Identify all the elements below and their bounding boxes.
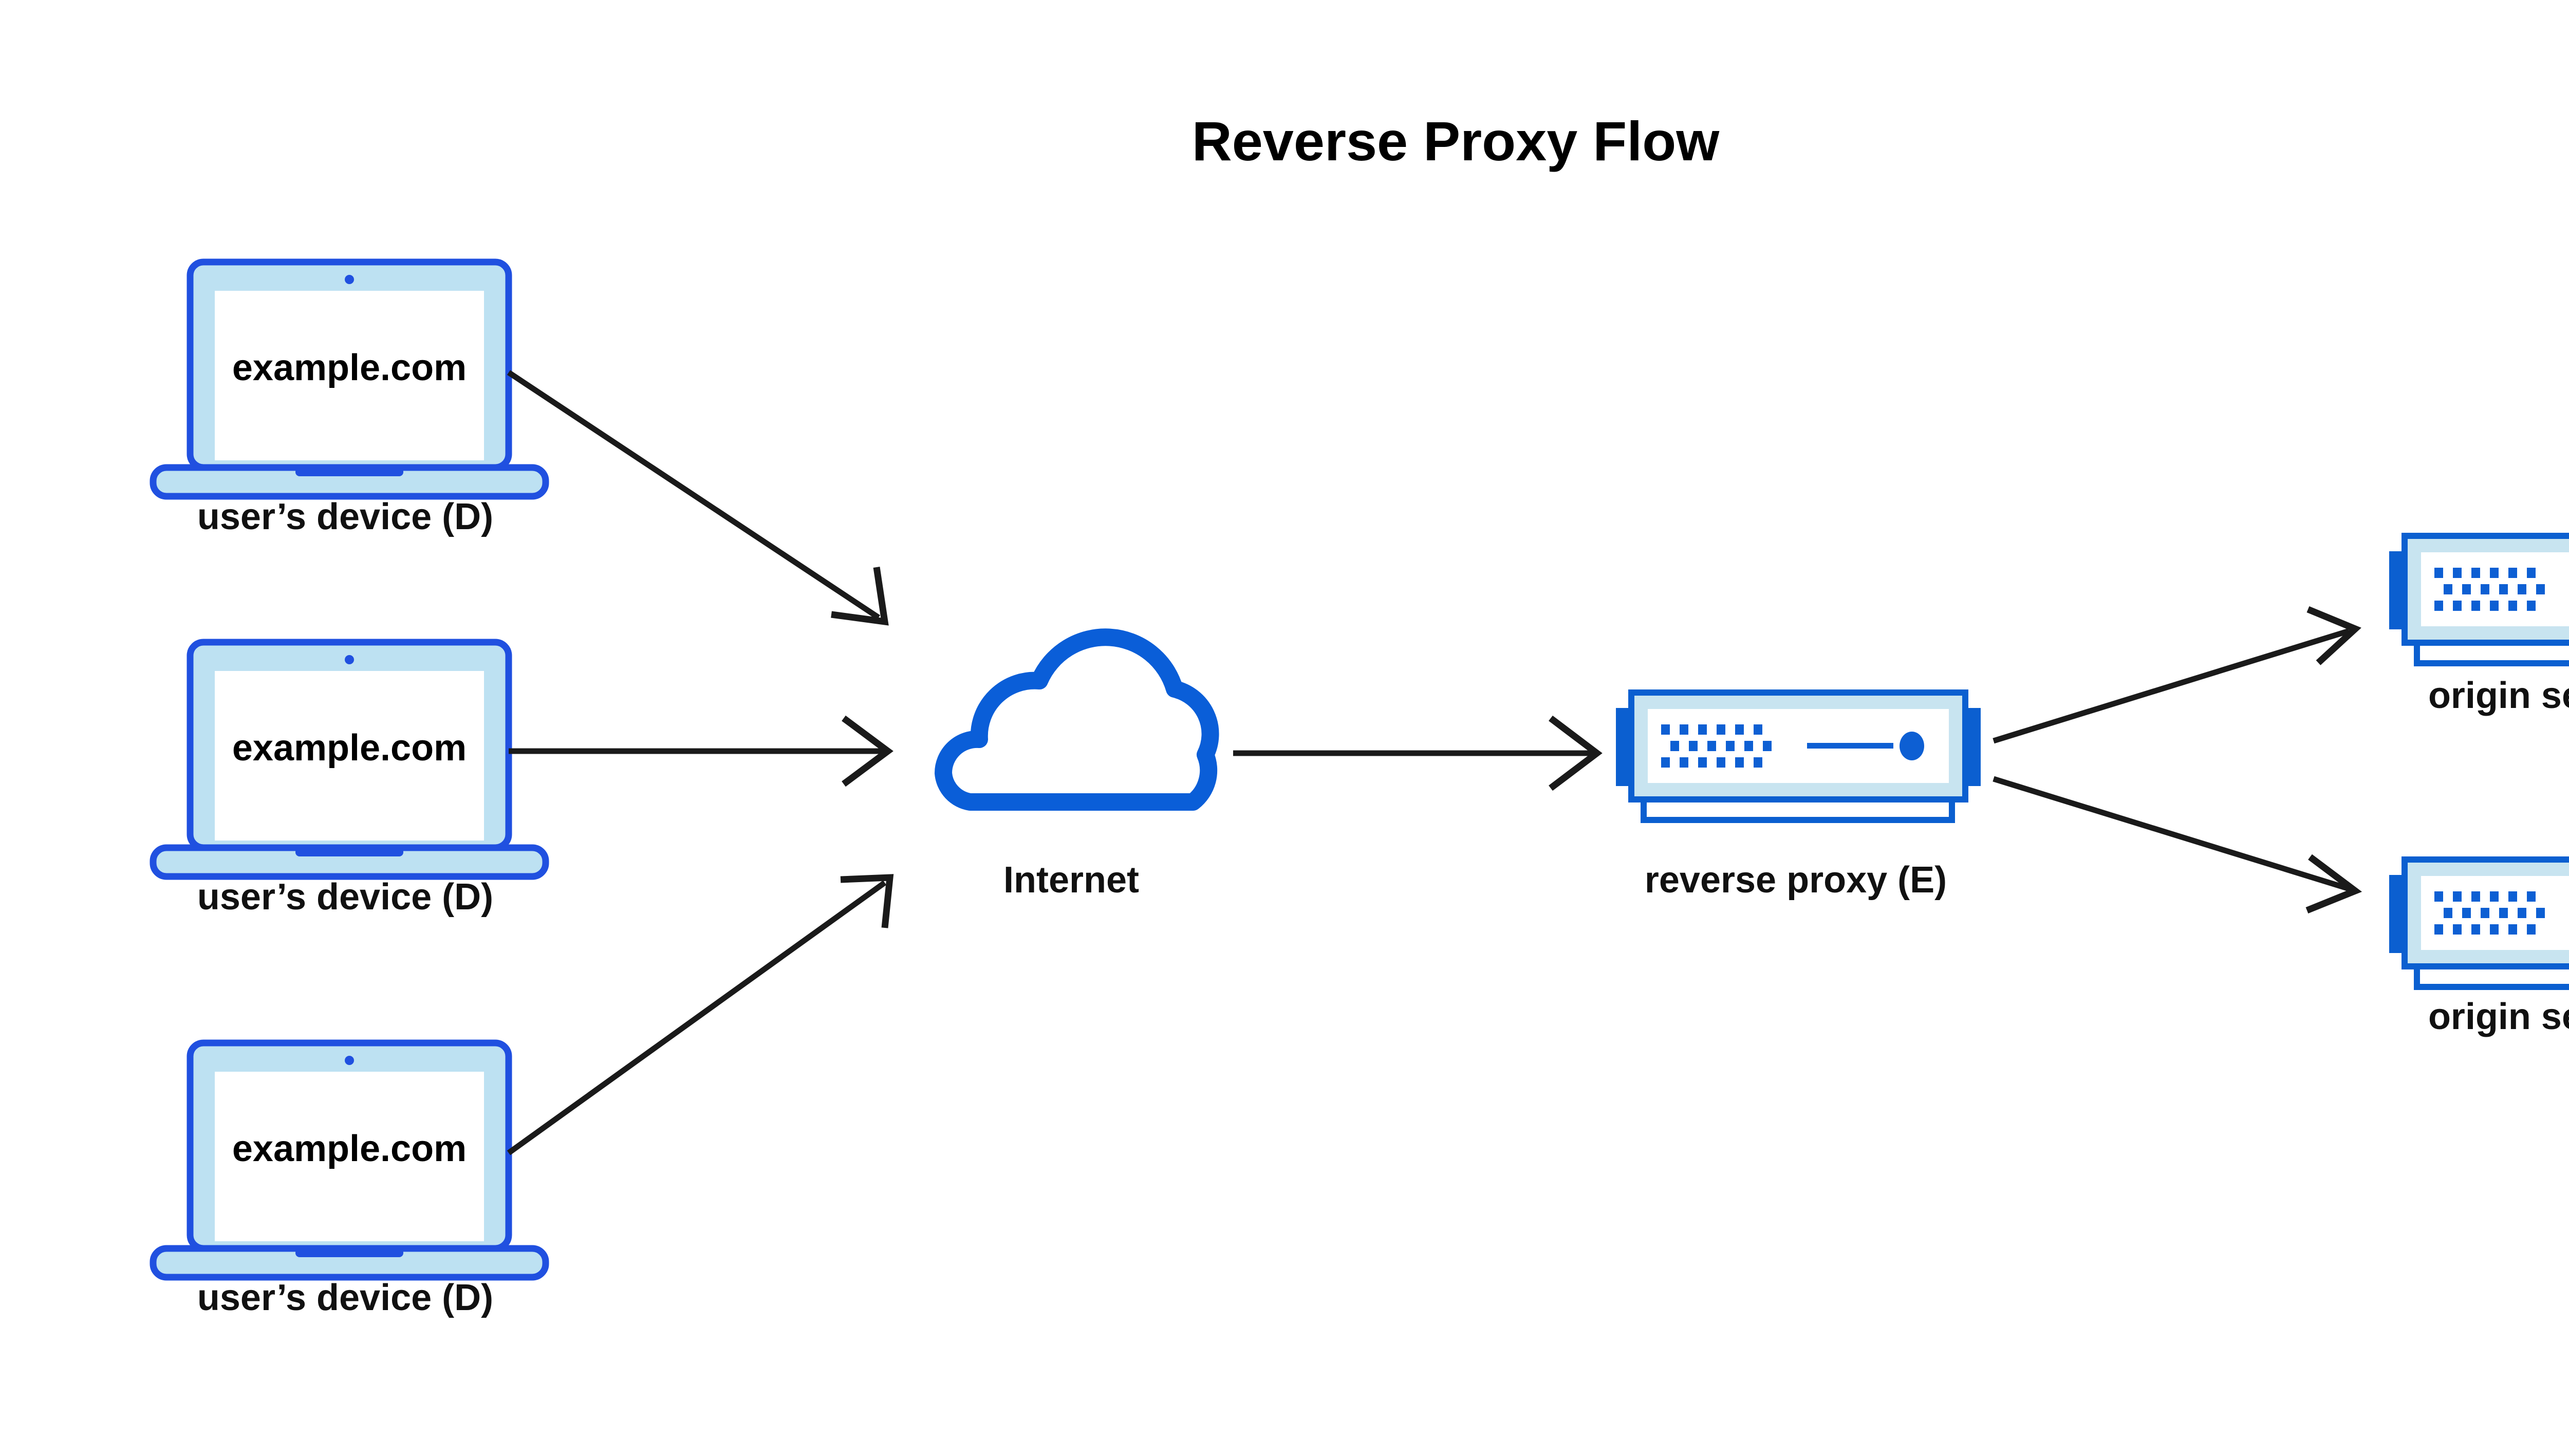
edge-reverseproxy-origin2 bbox=[1993, 776, 2362, 914]
device-screen-text: example.com bbox=[232, 1128, 467, 1169]
device-screen-text: example.com bbox=[232, 347, 467, 388]
edge-device1-internet bbox=[507, 370, 889, 626]
edge-device3-internet bbox=[507, 874, 894, 1155]
edge-reverseproxy-origin1 bbox=[1993, 606, 2361, 744]
device-screen-text: example.com bbox=[232, 727, 467, 769]
server-icon bbox=[1616, 693, 1981, 820]
node-label-internet: Internet bbox=[1003, 860, 1139, 901]
node-origin-2[interactable]: origin server (F) bbox=[2389, 860, 2569, 1037]
edge-internet-reverseproxy bbox=[1233, 715, 1603, 791]
node-internet[interactable]: Internet bbox=[943, 637, 1211, 901]
edge-device2-internet bbox=[509, 715, 893, 787]
cloud-icon bbox=[943, 637, 1211, 802]
node-origin-1[interactable]: origin server (F) bbox=[2389, 536, 2569, 716]
node-label-device-2: user’s device (D) bbox=[197, 876, 493, 918]
node-label-device-1: user’s device (D) bbox=[197, 496, 493, 537]
node-device-1[interactable]: example.com user’s device (D) bbox=[153, 262, 546, 537]
server-icon bbox=[2389, 536, 2569, 663]
page-title: Reverse Proxy Flow bbox=[1192, 110, 1720, 172]
node-reverse-proxy[interactable]: reverse proxy (E) bbox=[1616, 693, 1981, 901]
node-label-origin-2: origin server (F) bbox=[2428, 996, 2569, 1037]
node-device-3[interactable]: example.com user’s device (D) bbox=[153, 1043, 546, 1318]
node-label-device-3: user’s device (D) bbox=[197, 1277, 493, 1318]
server-icon bbox=[2389, 860, 2569, 987]
node-label-origin-1: origin server (F) bbox=[2428, 675, 2569, 716]
node-device-2[interactable]: example.com user’s device (D) bbox=[153, 642, 546, 918]
node-label-reverse-proxy: reverse proxy (E) bbox=[1645, 860, 1947, 901]
